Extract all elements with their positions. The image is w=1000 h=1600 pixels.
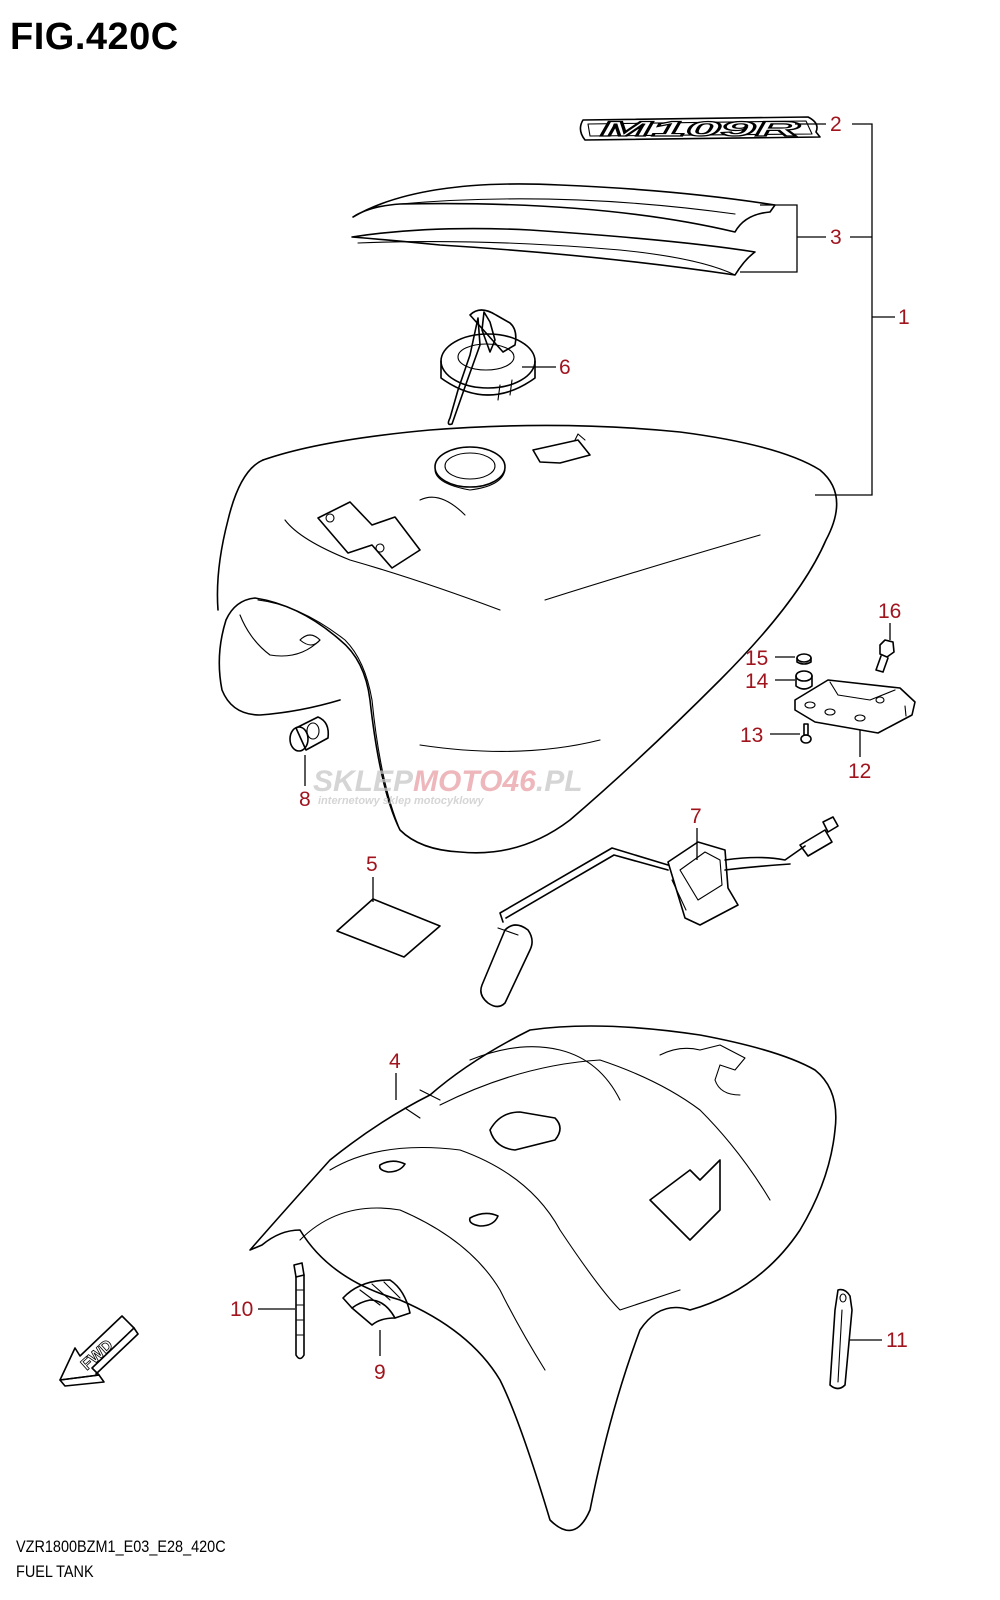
callout-labels: 1 2 3 4 5 6 7 8 9 10 11 12 13 14 15 16 (230, 113, 910, 1384)
watermark-brand-4: .PL (536, 765, 583, 798)
watermark-brand-3: 46 (501, 765, 536, 798)
callout-5: 5 (366, 853, 378, 876)
tank-cover-part[interactable] (249, 1025, 837, 1532)
callout-2: 2 (830, 113, 842, 136)
callout-7: 7 (690, 805, 702, 828)
callout-9: 9 (374, 1361, 386, 1384)
svg-text:SKLEPMOTO46.PL: SKLEPMOTO46.PL (313, 765, 583, 798)
clip-part[interactable] (342, 1279, 411, 1326)
washer-part[interactable] (796, 653, 812, 665)
callout-14: 14 (745, 670, 769, 693)
callout-16: 16 (878, 600, 901, 623)
callout-8: 8 (299, 788, 311, 811)
watermark-brand-1: SKLEP (313, 765, 414, 798)
fwd-label: FWD (78, 1337, 116, 1374)
fuel-cap-part[interactable] (440, 309, 536, 426)
callout-10: 10 (230, 1298, 253, 1321)
watermark-logo: SKLEPMOTO46.PL internetowy sklep motocyk… (313, 765, 583, 807)
emblem-part[interactable]: M109R (579, 116, 821, 142)
bracket-part[interactable] (794, 679, 916, 734)
callout-6: 6 (559, 356, 571, 379)
cushion-part[interactable] (289, 716, 330, 752)
fuel-level-gauge-part[interactable] (480, 816, 839, 1008)
screw-part[interactable] (800, 723, 812, 744)
cushion-small-part[interactable] (795, 670, 813, 690)
label-part[interactable] (336, 898, 441, 958)
bolt-part[interactable] (875, 639, 895, 673)
tank-stripes-part[interactable] (351, 183, 776, 276)
watermark-tagline: internetowy sklep motocyklowy (318, 795, 485, 807)
fwd-arrow-icon: FWD (59, 1315, 139, 1387)
emblem-text: M109R (600, 118, 802, 141)
callout-11: 11 (886, 1329, 908, 1352)
callout-12: 12 (848, 760, 871, 783)
callout-15: 15 (745, 647, 768, 670)
callout-1: 1 (898, 306, 910, 329)
cable-tie-part[interactable] (293, 1262, 305, 1360)
leader-lines (258, 123, 895, 1356)
band-part[interactable] (829, 1288, 853, 1390)
figure-title: FIG.420C (10, 16, 179, 58)
figure-code: VZR1800BZM1_E03_E28_420C (16, 1537, 226, 1556)
callout-13: 13 (740, 724, 763, 747)
callout-3: 3 (830, 226, 842, 249)
figure-name: FUEL TANK (16, 1562, 94, 1581)
watermark-brand-2: MOTO (413, 765, 502, 798)
fuel-tank-part[interactable] (216, 424, 838, 854)
callout-4: 4 (389, 1050, 401, 1073)
